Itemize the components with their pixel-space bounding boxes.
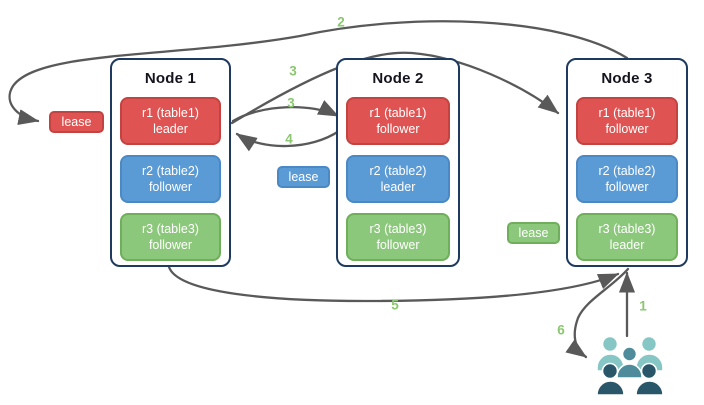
- node-2-title: Node 2: [372, 70, 424, 87]
- replica-r1-node1: r1 (table1) leader: [120, 97, 221, 145]
- replica-r3-node2: r3 (table3) follower: [346, 213, 450, 261]
- node-3-replicas: r1 (table1) follower r2 (table2) followe…: [568, 97, 686, 261]
- lease-badge-table1: lease: [49, 111, 104, 133]
- node-1-replicas: r1 (table1) leader r2 (table2) follower …: [112, 97, 229, 261]
- step-label-3b: 3: [287, 95, 295, 111]
- lease-badge-table2: lease: [277, 166, 330, 188]
- node-2-box: Node 2 r1 (table1) follower r2 (table2) …: [336, 58, 460, 267]
- arrow-4-ack-node2-to-node1: [235, 129, 341, 152]
- replica-label: r2 (table2): [369, 164, 427, 178]
- replica-role: leader: [380, 180, 416, 194]
- arrow-3-replicate-node1-to-node2: [231, 100, 340, 123]
- user-front-left: [596, 362, 625, 396]
- replica-label: r1 (table1): [142, 106, 199, 120]
- step-label-2: 2: [337, 14, 345, 30]
- lease-label: lease: [61, 115, 92, 129]
- step-label-1: 1: [639, 298, 647, 314]
- replica-r1-node2: r1 (table1) follower: [346, 97, 450, 145]
- arrow-3-replicate-node1-to-node3: [230, 51, 560, 125]
- replica-r3-node3: r3 (table3) leader: [576, 213, 678, 261]
- replica-label: r2 (table2): [142, 164, 199, 178]
- replica-label: r3 (table3): [142, 222, 199, 236]
- replica-r2-node2: r2 (table2) leader: [346, 155, 450, 203]
- lease-label: lease: [518, 226, 549, 240]
- arrow-6-node3-to-users: [565, 267, 630, 359]
- replica-r3-node1: r3 (table3) follower: [120, 213, 221, 261]
- replica-r2-node3: r2 (table2) follower: [576, 155, 678, 203]
- replica-role: leader: [153, 122, 188, 136]
- lease-badge-table3: lease: [507, 222, 560, 244]
- step-label-4: 4: [285, 131, 293, 147]
- step-label-3a: 3: [289, 63, 297, 79]
- node-1-title: Node 1: [144, 70, 197, 87]
- users-group-icon: [596, 335, 664, 396]
- replica-label: r1 (table1): [598, 106, 656, 120]
- replica-role: leader: [609, 238, 645, 252]
- replica-r1-node3: r1 (table1) follower: [576, 97, 678, 145]
- step-label-5: 5: [391, 297, 399, 313]
- replica-label: r1 (table1): [369, 106, 427, 120]
- user-center: [616, 346, 643, 379]
- arrow-5-node1-to-node3: [167, 265, 620, 303]
- step-label-6: 6: [557, 322, 565, 338]
- replica-role: follower: [605, 122, 649, 136]
- replica-label: r3 (table3): [598, 222, 656, 236]
- replica-role: follower: [148, 238, 193, 252]
- lease-label: lease: [288, 170, 319, 184]
- replica-role: follower: [376, 238, 420, 252]
- replica-role: follower: [605, 180, 649, 194]
- replica-role: follower: [148, 180, 193, 194]
- node-3-box: Node 3 r1 (table1) follower r2 (table2) …: [566, 58, 688, 267]
- node-1-box: Node 1 r1 (table1) leader r2 (table2) fo…: [110, 58, 231, 267]
- arrow-2-lease-transfer-to-node1: [8, 20, 629, 126]
- replica-label: r3 (table3): [369, 222, 427, 236]
- replica-role: follower: [376, 122, 420, 136]
- replica-r2-node1: r2 (table2) follower: [120, 155, 221, 203]
- node-2-replicas: r1 (table1) follower r2 (table2) leader …: [338, 97, 458, 261]
- user-front-right: [635, 362, 664, 396]
- replica-label: r2 (table2): [598, 164, 656, 178]
- node-3-title: Node 3: [601, 70, 653, 87]
